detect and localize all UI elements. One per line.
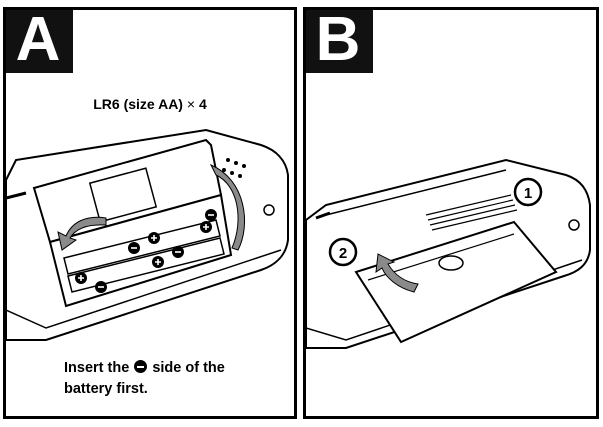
battery-type: LR6 (size AA) [93,96,183,112]
plus-terminal-icon [152,256,164,268]
battery-cell [67,237,225,293]
panel-b-letter: B [306,10,373,73]
instruction-part1: Insert the [64,360,130,376]
step-marker-2: 2 [328,237,358,267]
minus-terminal-icon [172,246,184,258]
times-symbol: × [186,96,196,112]
lid-closing-illustration: 1 2 [306,158,591,349]
battery-type-caption: LR6 (size AA) × 4 [6,96,294,112]
plus-terminal-icon [75,272,87,284]
minus-terminal-icon [134,360,148,373]
cord [6,191,27,200]
lid-latch [438,255,464,271]
screw-icon [568,219,580,231]
battery-lid [354,220,558,344]
instruction-part2: side of the [152,360,225,376]
insertion-instruction: Insert the side of the battery first. [64,358,225,400]
curved-arrow-icon [209,164,245,251]
battery-cell [63,219,221,275]
curved-arrow-icon [375,253,419,293]
speaker-grille-icon [425,194,518,231]
speaker-grille-icon [222,158,246,178]
battery-count: 4 [198,96,207,112]
minus-terminal-icon [205,209,217,221]
step-marker-2-label: 2 [339,245,347,262]
step-marker-1-label: 1 [524,185,532,202]
device-seam [325,169,507,216]
panel-a: A LR6 (size AA) × 4 [3,7,297,419]
minus-terminal-icon [95,281,107,293]
battery-cells [63,219,225,293]
instruction-line2: battery first. [64,381,148,397]
cord [315,211,331,220]
step-marker-1: 1 [513,177,543,207]
minus-terminal-icon [128,242,140,254]
panel-a-letter: A [6,10,73,73]
device-edge [6,249,282,329]
battery-insertion-illustration [6,128,289,341]
curved-arrow-icon [57,216,107,251]
lid-label-area [88,167,158,223]
plus-terminal-icon [148,232,160,244]
plus-terminal-icon [200,221,212,233]
panel-b: B 1 2 [303,7,599,419]
screw-icon [263,204,275,216]
terminal-marks [75,209,217,293]
